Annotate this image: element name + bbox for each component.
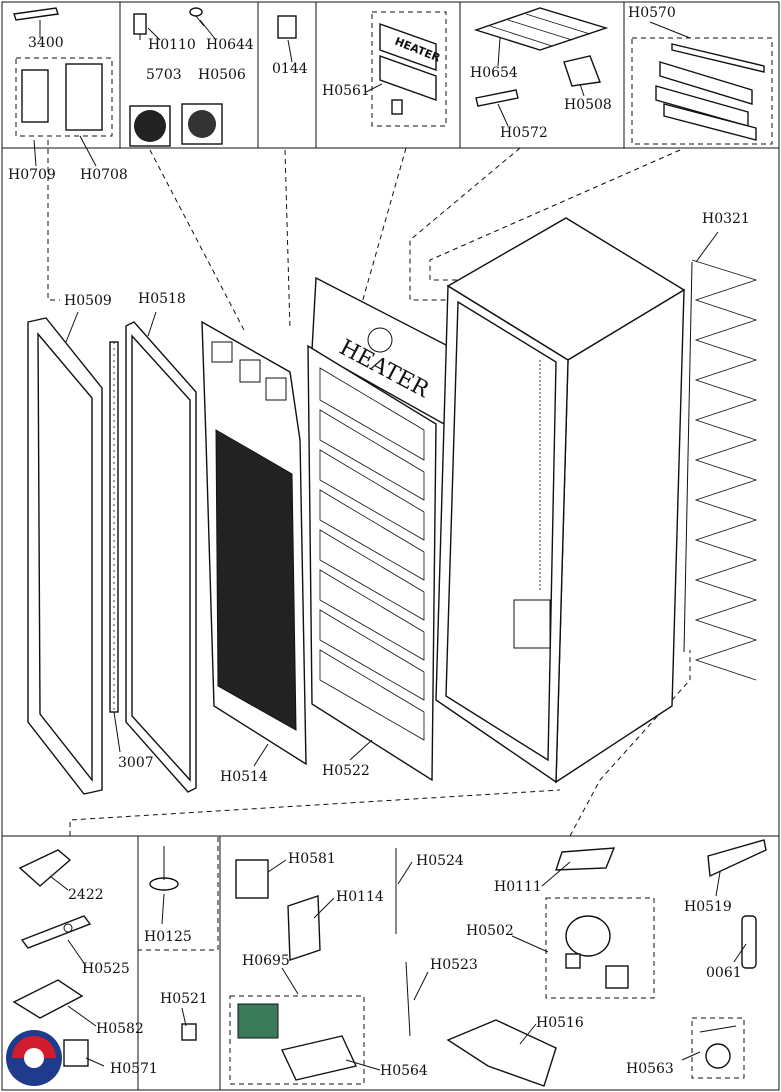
label-h0521: H0521 xyxy=(160,991,208,1007)
fan-5703 xyxy=(129,105,171,147)
panel-h0514 xyxy=(201,320,307,766)
label-0061: 0061 xyxy=(706,965,742,981)
part-h0581 xyxy=(235,859,269,899)
label-h0654: H0654 xyxy=(470,65,518,81)
fan-h0506 xyxy=(181,103,223,145)
label-h0508: H0508 xyxy=(564,97,612,113)
condenser-h0321 xyxy=(683,259,758,681)
heater-plate-h0522 xyxy=(307,276,449,782)
label-3007: 3007 xyxy=(118,755,154,771)
cabinet-body xyxy=(435,217,686,784)
part-h0708 xyxy=(65,63,103,131)
part-h0572 xyxy=(475,89,519,107)
label-h0114: H0114 xyxy=(336,889,384,905)
label-h0506: H0506 xyxy=(198,67,246,83)
part-h0516 xyxy=(446,1019,557,1087)
part-h0571 xyxy=(63,1039,89,1067)
label-h0709: H0709 xyxy=(8,167,56,183)
label-h0581: H0581 xyxy=(288,851,336,867)
label-h0502: H0502 xyxy=(466,923,514,939)
brand-logo xyxy=(6,1030,62,1086)
label-h0509: H0509 xyxy=(64,293,112,309)
label-5703: 5703 xyxy=(146,67,182,83)
part-h0644 xyxy=(189,7,205,27)
h0564-box xyxy=(229,995,365,1085)
part-h0521 xyxy=(181,1023,197,1041)
label-h0695: H0695 xyxy=(242,953,290,969)
label-0144: 0144 xyxy=(272,61,308,77)
part-h0519 xyxy=(707,839,767,878)
part-3400 xyxy=(13,7,59,21)
part-h0564 xyxy=(237,1003,357,1081)
part-h0508 xyxy=(563,55,601,87)
gasket-strip-3007 xyxy=(109,341,119,713)
label-h0708: H0708 xyxy=(80,167,128,183)
part-h0111 xyxy=(555,847,616,871)
label-h0125: H0125 xyxy=(144,929,192,945)
part-h0502 xyxy=(565,915,629,989)
label-h0525: H0525 xyxy=(82,961,130,977)
label-h0564: H0564 xyxy=(380,1063,428,1079)
label-h0321: H0321 xyxy=(702,211,750,227)
label-h0110: H0110 xyxy=(148,37,196,53)
label-h0561: H0561 xyxy=(322,83,370,99)
part-h0110 xyxy=(133,13,147,40)
part-h0114 xyxy=(287,895,321,961)
h0709-h0708-box xyxy=(15,57,113,137)
part-0144 xyxy=(277,15,297,39)
label-3400: 3400 xyxy=(28,35,64,51)
label-h0522: H0522 xyxy=(322,763,370,779)
label-h0523: H0523 xyxy=(430,957,478,973)
label-h0524: H0524 xyxy=(416,853,464,869)
part-0061 xyxy=(741,915,757,969)
part-h0570 xyxy=(655,43,765,141)
label-h0563: H0563 xyxy=(626,1061,674,1077)
label-h0518: H0518 xyxy=(138,291,186,307)
gasket-h0518 xyxy=(125,321,197,793)
h0502-box xyxy=(545,897,655,999)
part-h0125 xyxy=(149,846,179,891)
part-2422 xyxy=(18,849,72,887)
door-frame-h0509 xyxy=(27,317,103,795)
label-h0644: H0644 xyxy=(206,37,254,53)
part-h0582 xyxy=(12,979,84,1019)
part-h0523 xyxy=(405,961,411,1037)
label-h0516: H0516 xyxy=(536,1015,584,1031)
part-h0654 xyxy=(473,7,609,51)
label-h0519: H0519 xyxy=(684,899,732,915)
label-h0582: H0582 xyxy=(96,1021,144,1037)
part-h0561 xyxy=(379,23,437,115)
h0561-box xyxy=(371,11,447,127)
part-h0709 xyxy=(21,69,49,123)
label-h0111: H0111 xyxy=(494,879,542,895)
label-h0514: H0514 xyxy=(220,769,268,785)
label-h0572: H0572 xyxy=(500,125,548,141)
h0570-box xyxy=(631,37,773,145)
label-h0570: H0570 xyxy=(628,5,676,21)
part-h0525 xyxy=(20,915,92,949)
h0563-box xyxy=(691,1017,745,1079)
part-h0563 xyxy=(699,1025,737,1069)
label-h0571: H0571 xyxy=(110,1061,158,1077)
label-2422: 2422 xyxy=(68,887,104,903)
